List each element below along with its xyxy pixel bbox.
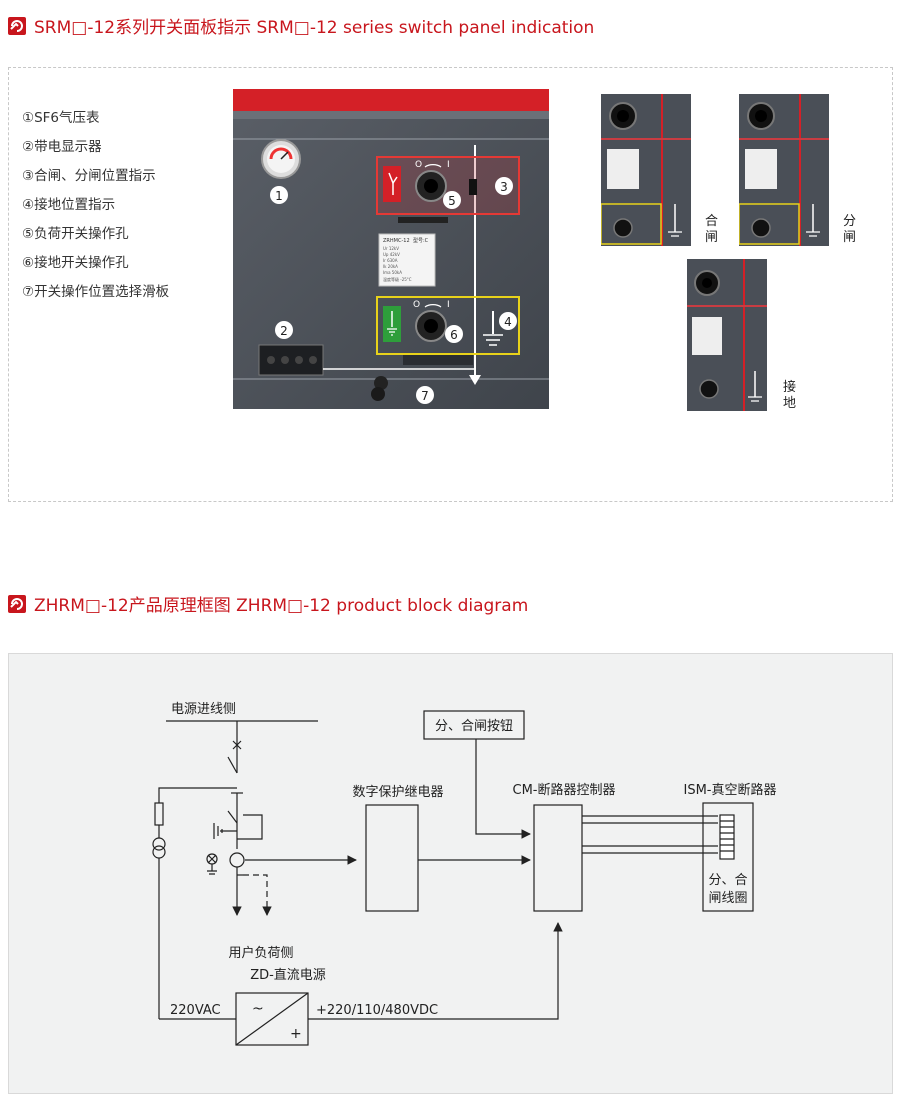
label-cm-controller: CM-断路器控制器 [513, 782, 616, 798]
position-label-closed: 合 闸 [705, 214, 719, 245]
svg-text:Ima 50kA: Ima 50kA [383, 270, 402, 275]
earth-dial-mark-off: O [413, 300, 420, 310]
position-label-open: 分 闸 [843, 214, 857, 245]
legend-item: ⑦开关操作位置选择滑板 [22, 284, 170, 300]
legend-item: ⑥接地开关操作孔 [22, 255, 129, 271]
svg-text:Up 42kV: Up 42kV [383, 252, 400, 257]
earth-dial-mark-on: I [447, 300, 450, 310]
section-header-2: ZHRM□-12产品原理框图 ZHRM□-12 product block di… [8, 591, 528, 616]
converter-tilde: ~ [252, 1001, 264, 1017]
label-button: 分、合闸按钮 [435, 719, 513, 734]
dial-mark-on: I [447, 160, 450, 170]
label-protection-relay: 数字保护继电器 [352, 785, 443, 800]
legend-item: ③合闸、分闸位置指示 [22, 168, 156, 184]
legend-item: ⑤负荷开关操作孔 [22, 226, 129, 242]
section-title: SRM□-12系列开关面板指示 SRM□-12 series switch pa… [34, 18, 595, 38]
label-user-load: 用户负荷侧 [228, 945, 293, 961]
dial-mark-off: O [415, 160, 422, 170]
label-coil-2: 闸线圈 [708, 891, 747, 906]
svg-text:温度等级 -25°C: 温度等级 -25°C [383, 276, 412, 282]
callout-6: 6 [450, 328, 458, 342]
label-power-in: 电源进线侧 [171, 702, 236, 717]
switch-panel-image: 1 O I 5 3 ZRHMC-12 型号:C Ur 12kV Up 42kV … [233, 89, 549, 409]
block-diagram: 电源进线侧 分、合闸按钮 数字保护继电器 CM-断路器控制器 ISM-真空断路器… [152, 702, 777, 1046]
position-thumbnail-closed [601, 94, 691, 246]
svg-text:Ur 12kV: Ur 12kV [383, 246, 399, 251]
legend-item: ④接地位置指示 [22, 197, 116, 213]
legend-item: ①SF6气压表 [22, 110, 100, 126]
callout-2: 2 [280, 324, 288, 338]
callout-7: 7 [421, 389, 429, 403]
position-thumbnail-earthed [687, 259, 767, 411]
legend-item: ②带电显示器 [22, 139, 102, 155]
label-ac-in: 220VAC [170, 1003, 221, 1018]
label-dc-out: +220/110/480VDC [316, 1003, 438, 1018]
label-dc-supply: ZD-直流电源 [250, 968, 326, 983]
callout-1: 1 [275, 189, 283, 203]
sf6-gauge [261, 139, 301, 179]
svg-text:Ir 630A: Ir 630A [383, 258, 398, 263]
section-header-1: SRM□-12系列开关面板指示 SRM□-12 series switch pa… [8, 13, 594, 38]
callout-4: 4 [504, 315, 512, 329]
svg-text:Ik 20kA: Ik 20kA [383, 264, 398, 269]
converter-plus: + [290, 1026, 302, 1042]
section-title: ZHRM□-12产品原理框图 ZHRM□-12 product block di… [34, 596, 529, 616]
position-label-earthed: 接 地 [783, 380, 797, 411]
block-diagram-box [8, 653, 893, 1094]
position-thumbnail-open [739, 94, 829, 246]
panel-indication-box [8, 67, 893, 502]
nameplate: ZRHMC-12 型号:C Ur 12kV Up 42kV Ir 630A Ik… [378, 233, 436, 287]
svg-text:ZRHMC-12: ZRHMC-12 [383, 238, 410, 244]
label-coil-1: 分、合 [708, 873, 747, 888]
label-ism-breaker: ISM-真空断路器 [684, 782, 777, 798]
svg-text:型号:C: 型号:C [413, 237, 429, 244]
panel-legend: ①SF6气压表 ②带电显示器 ③合闸、分闸位置指示 ④接地位置指示 ⑤负荷开关操… [22, 104, 169, 307]
callout-3: 3 [500, 180, 508, 194]
callout-5: 5 [448, 194, 456, 208]
section-marker-icon [8, 594, 26, 613]
section-marker-icon [8, 16, 26, 35]
